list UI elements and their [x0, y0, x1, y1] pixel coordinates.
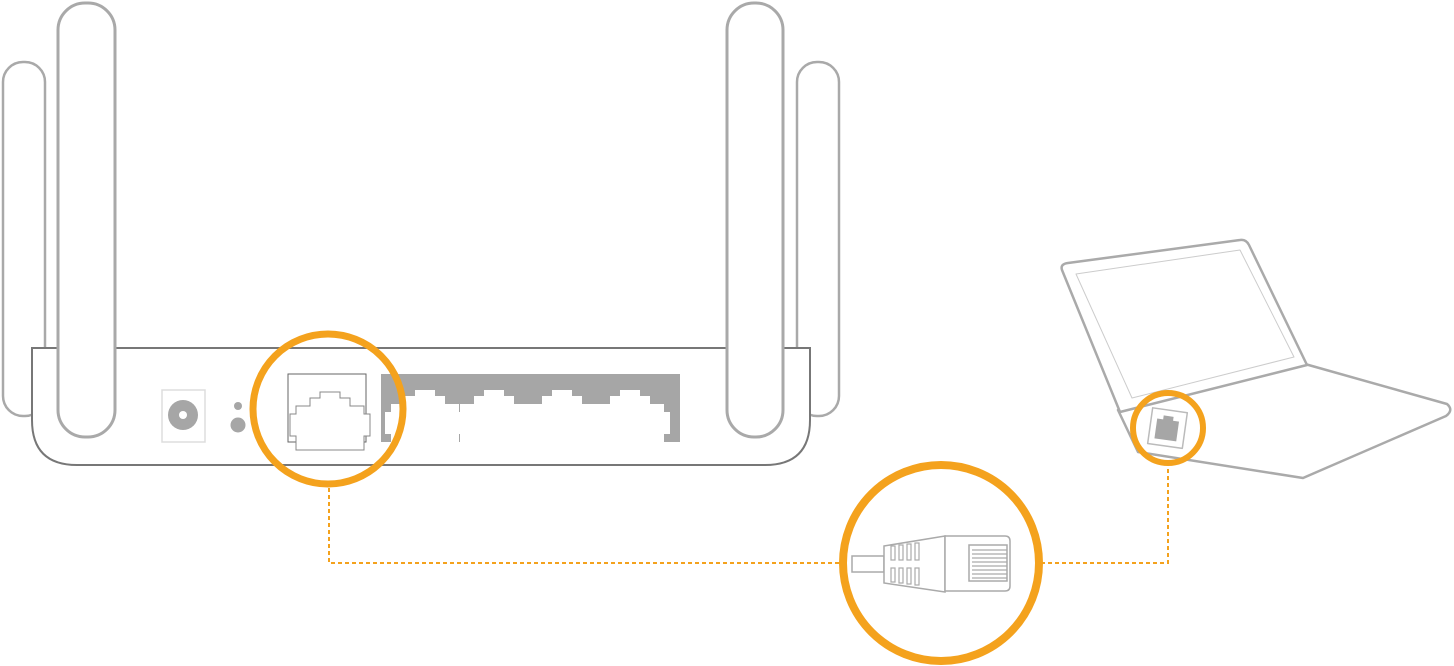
laptop-port-highlight — [1130, 390, 1206, 466]
antenna-back-right — [795, 60, 841, 418]
power-port — [161, 389, 206, 443]
cable-grip — [890, 542, 920, 586]
antenna-front-left — [56, 1, 117, 439]
laptop-screen — [1075, 249, 1295, 399]
wan-port — [287, 373, 371, 451]
wan-port-highlight — [249, 330, 407, 488]
cable-contacts — [968, 544, 1008, 582]
ethernet-cable-icon — [851, 535, 1011, 593]
antenna-front-right — [725, 1, 785, 439]
reset-button — [230, 402, 246, 433]
laptop-icon — [1060, 238, 1452, 480]
antenna-back-left — [1, 60, 47, 418]
lan-port-block — [381, 374, 680, 448]
connection-line — [328, 466, 1169, 564]
